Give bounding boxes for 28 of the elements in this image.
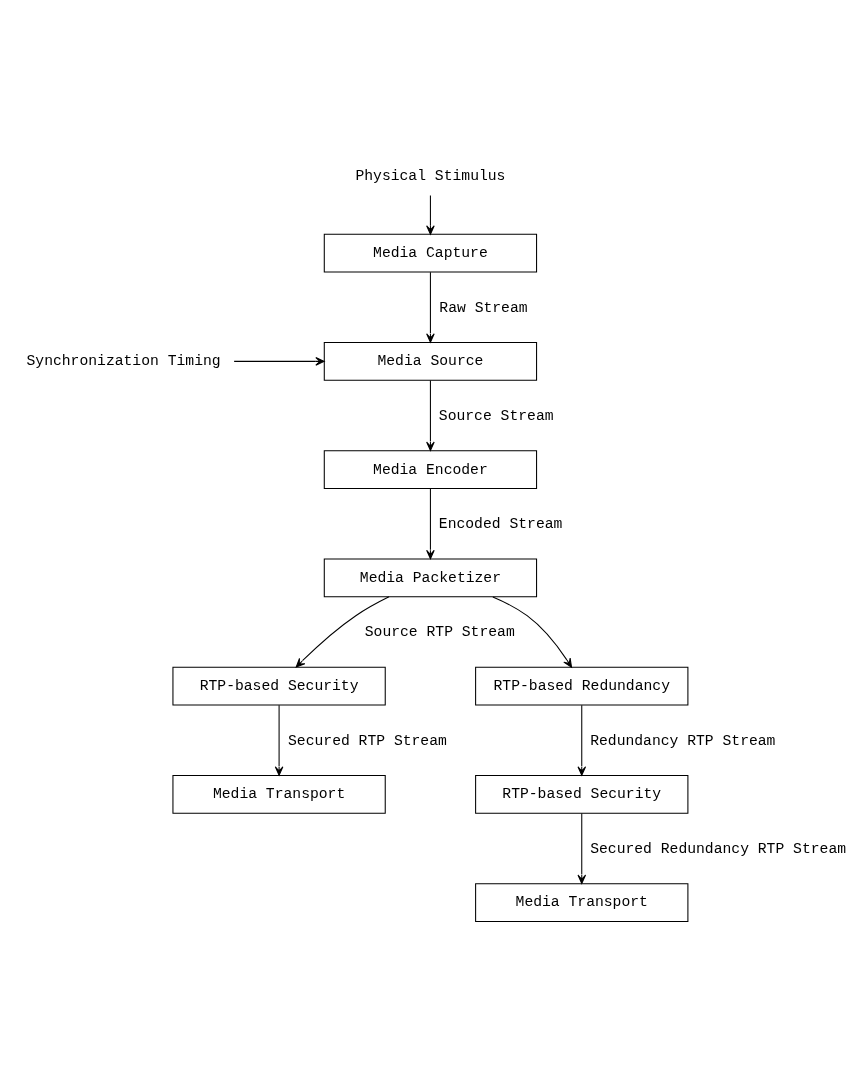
node-box: RTP-based Security: [474, 774, 688, 814]
arrow: [576, 812, 586, 884]
arrow: [576, 704, 586, 776]
arrow: [425, 488, 435, 560]
arrow: [295, 596, 390, 668]
edge-label: Encoded Stream: [438, 516, 562, 533]
node-box: Media Encoder: [323, 450, 537, 490]
node-box: Media Transport: [171, 774, 386, 814]
node-box: Media Packetizer: [323, 558, 537, 598]
arrow: [425, 195, 435, 235]
node-text: Physical Stimulus: [354, 168, 505, 185]
node-box: Media Capture: [323, 233, 537, 273]
edge-label: Secured RTP Stream: [287, 732, 447, 749]
edge-label: Raw Stream: [438, 299, 528, 316]
arrow: [425, 271, 435, 343]
node-box: RTP-based Security: [171, 666, 386, 706]
edge-label: Secured Redundancy RTP Stream: [589, 840, 846, 857]
node-box: RTP-based Redundancy: [474, 666, 688, 706]
node-box: Media Transport: [474, 883, 688, 923]
node-text: Synchronization Timing: [25, 353, 221, 370]
arrow: [274, 704, 283, 776]
edge-label: Source Stream: [438, 407, 554, 424]
arrow: [425, 379, 435, 451]
arrow: [491, 596, 572, 668]
edge-label: Source RTP Stream: [364, 624, 515, 641]
node-box: Media Source: [323, 341, 537, 381]
edge-label: Redundancy RTP Stream: [589, 732, 775, 749]
arrow: [233, 357, 325, 366]
